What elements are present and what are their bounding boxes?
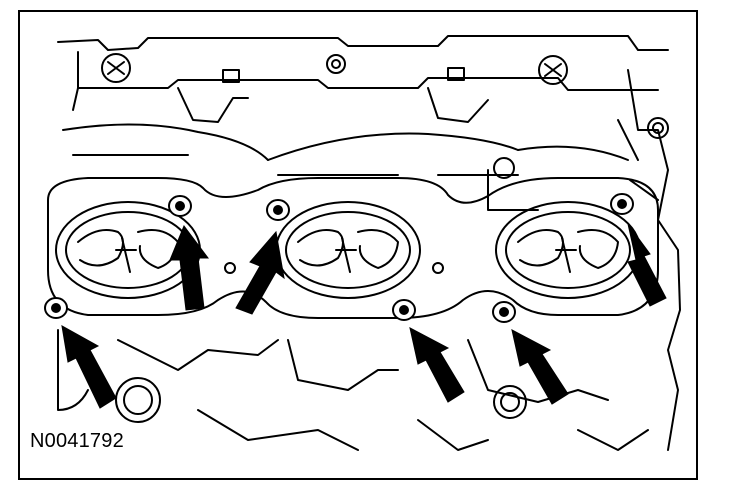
cylinder-head-ribs <box>62 123 629 211</box>
cylinder-head-upper-rail <box>57 35 669 123</box>
arrow-icon <box>61 325 117 409</box>
cylinder-head-right-side <box>617 69 681 451</box>
figure-reference-code: N0041792 <box>28 430 126 453</box>
arrow-icon <box>511 329 569 405</box>
bolt-icon <box>610 193 634 215</box>
arrow-icon <box>409 327 465 403</box>
arrow-icon <box>235 230 285 315</box>
bolt-icon <box>392 299 416 321</box>
exhaust-port-3 <box>495 201 641 299</box>
bolt-icon <box>492 301 516 323</box>
arrow-icon <box>169 224 209 311</box>
bolt-icon <box>168 195 192 217</box>
cylinder-head-lower-casting <box>57 329 649 451</box>
exhaust-manifold-stud-diagram <box>18 10 698 480</box>
illustration-frame: N0041792 <box>18 10 698 480</box>
bolt-icon <box>44 297 68 319</box>
bolt-icon <box>266 199 290 221</box>
flange-hole <box>224 262 236 274</box>
flange-hole <box>432 262 444 274</box>
manifold-flange <box>47 177 659 319</box>
arrow-icon <box>627 223 667 307</box>
